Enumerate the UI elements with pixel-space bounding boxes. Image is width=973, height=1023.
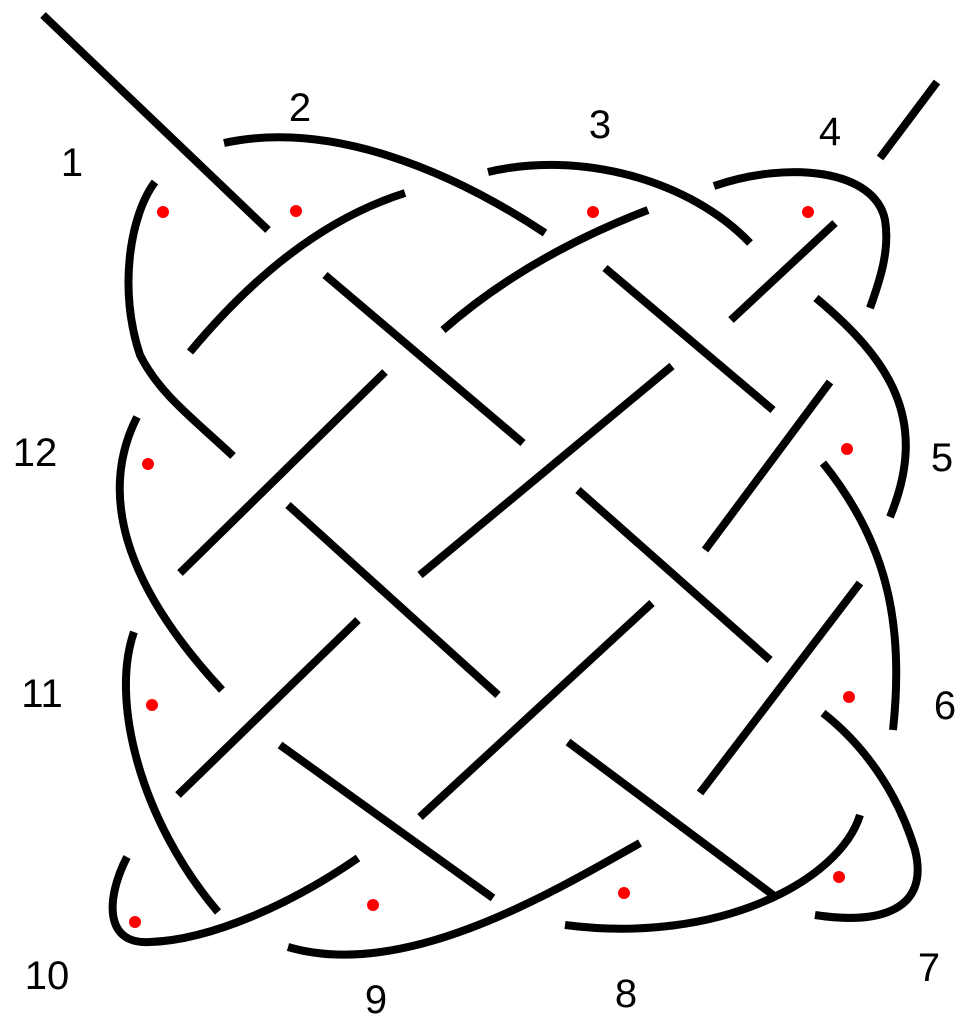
label-4: 4 [819, 110, 841, 154]
knot-strand-28 [420, 603, 652, 817]
label-6: 6 [934, 684, 956, 728]
knot-strand-15 [325, 275, 523, 443]
knot-strand-21 [190, 193, 405, 352]
label-3: 3 [589, 103, 611, 147]
region-dot-4 [802, 206, 814, 218]
knot-strand-16 [605, 268, 773, 410]
knot-strand-4 [224, 137, 545, 233]
region-dot-12 [142, 458, 154, 470]
knot-strand-11 [288, 843, 640, 955]
region-dot-8 [618, 887, 630, 899]
knot-strand-7 [816, 298, 906, 517]
knot-strands [43, 15, 937, 955]
label-1: 1 [61, 141, 83, 185]
region-dot-1 [157, 206, 169, 218]
knot-strand-5 [488, 165, 750, 243]
knot-strand-2 [880, 82, 937, 158]
knot-strand-6 [714, 172, 886, 308]
label-9: 9 [365, 978, 387, 1022]
label-12: 12 [13, 431, 58, 475]
label-2: 2 [289, 86, 311, 130]
knot-strand-22 [443, 210, 648, 330]
region-dots [129, 205, 855, 928]
knot-strand-1 [43, 15, 268, 230]
label-5: 5 [931, 436, 953, 480]
label-10: 10 [25, 954, 70, 998]
knot-strand-12 [113, 857, 358, 942]
region-dot-11 [146, 699, 158, 711]
region-dot-10 [129, 916, 141, 928]
label-7: 7 [918, 946, 940, 990]
region-dot-7 [833, 871, 845, 883]
knot-strand-27 [178, 620, 358, 795]
label-8: 8 [615, 972, 637, 1016]
region-dot-6 [843, 691, 855, 703]
region-labels: 1 2 3 4 5 6 7 8 9 10 11 12 [13, 86, 956, 1022]
knot-strand-8 [823, 463, 896, 730]
knot-strand-14 [120, 417, 222, 690]
region-dot-9 [367, 899, 379, 911]
knot-strand-18 [578, 490, 770, 660]
knot-strand-24 [180, 372, 385, 573]
region-dot-2 [290, 205, 302, 217]
label-11: 11 [21, 672, 63, 716]
region-dot-5 [841, 443, 853, 455]
knot-strand-19 [280, 745, 493, 898]
knot-strand-9 [815, 713, 918, 918]
region-dot-3 [587, 206, 599, 218]
knot-strand-20 [568, 742, 773, 895]
